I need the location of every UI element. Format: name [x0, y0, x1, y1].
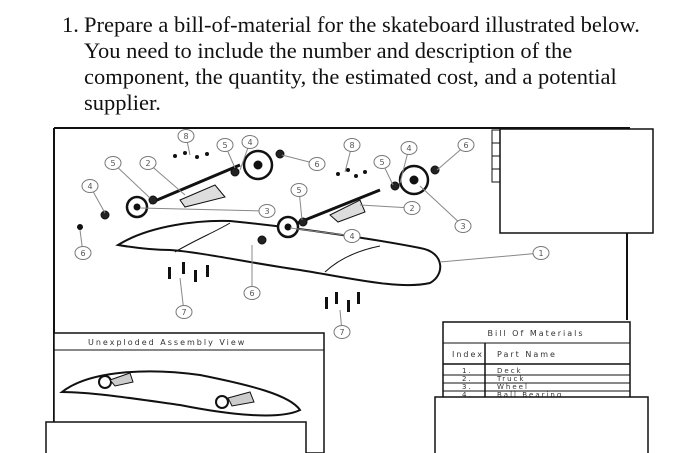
balloon-label: 1 — [538, 249, 543, 258]
bom-cell-name: Deck — [497, 367, 523, 375]
inset-title: Unexploded Assembly View — [88, 338, 246, 347]
question: 1. Prepare a bill-of-material for the sk… — [62, 12, 662, 116]
bom-cell-index: 2. — [462, 375, 473, 383]
balloon-label: 8 — [183, 132, 188, 141]
balloon-label: 4 — [247, 138, 252, 147]
truck-left — [100, 149, 285, 220]
title-block-box — [491, 128, 654, 234]
balloon — [241, 135, 259, 149]
balloon-label: 3 — [460, 222, 465, 231]
balloon-label: 2 — [145, 159, 150, 168]
leader-line — [419, 185, 464, 227]
deck — [115, 219, 442, 287]
balloon — [104, 156, 122, 170]
balloon-label: 5 — [110, 159, 115, 168]
bom-cell-name: Truck — [496, 375, 525, 383]
balloon-label: 6 — [314, 160, 319, 169]
balloon — [532, 246, 550, 260]
bom-cell-name: Ball Bearing — [497, 391, 563, 399]
balloon-label: 3 — [264, 207, 269, 216]
leader-line — [359, 204, 413, 209]
leader-line — [112, 162, 151, 199]
balloon-label: 6 — [249, 289, 254, 298]
balloon — [74, 246, 92, 260]
balloon-label: 5 — [222, 141, 227, 150]
bom-header-index: Index — [452, 350, 484, 359]
bom-title: Bill Of Materials — [487, 329, 584, 338]
balloon — [290, 183, 308, 197]
answer-box-right — [434, 396, 649, 453]
balloon — [177, 129, 195, 143]
balloon — [343, 138, 361, 152]
balloon — [243, 286, 261, 300]
balloon — [333, 325, 351, 339]
balloon — [308, 157, 326, 171]
balloon — [216, 138, 234, 152]
question-text: Prepare a bill-of-material for the skate… — [84, 12, 640, 115]
bom-header-part-name: Part Name — [497, 350, 557, 359]
leader-line — [439, 252, 542, 263]
bom-cell-index: 3. — [462, 383, 473, 391]
bom-cell-name: Wheel — [497, 383, 529, 391]
balloon — [258, 204, 276, 218]
balloon-label: 7 — [181, 308, 186, 317]
balloon-label: 4 — [349, 232, 354, 241]
answer-box-left — [45, 421, 307, 453]
leader-line — [289, 227, 353, 237]
question-number: 1. — [62, 12, 79, 37]
balloon — [343, 229, 361, 243]
balloon — [400, 141, 418, 155]
balloon — [81, 179, 99, 193]
balloon-label: 4 — [87, 182, 92, 191]
balloon — [175, 305, 193, 319]
balloon-label: 6 — [463, 141, 468, 150]
leader-line — [147, 162, 186, 196]
balloon-label: 6 — [80, 249, 85, 258]
balloon-label: 5 — [379, 158, 384, 167]
balloon-label: 7 — [339, 328, 344, 337]
balloon — [373, 155, 391, 169]
leader-line — [139, 207, 268, 212]
bom-cell-index: 4. — [462, 391, 473, 399]
balloon-label: 8 — [349, 141, 354, 150]
balloon — [139, 156, 157, 170]
balloon-label: 2 — [409, 204, 414, 213]
bolts — [77, 151, 367, 312]
balloon — [457, 138, 475, 152]
balloon-label: 5 — [296, 186, 301, 195]
balloon — [454, 219, 472, 233]
balloon — [403, 201, 421, 215]
balloon-label: 4 — [406, 144, 411, 153]
bom-cell-index: 1. — [462, 367, 473, 375]
